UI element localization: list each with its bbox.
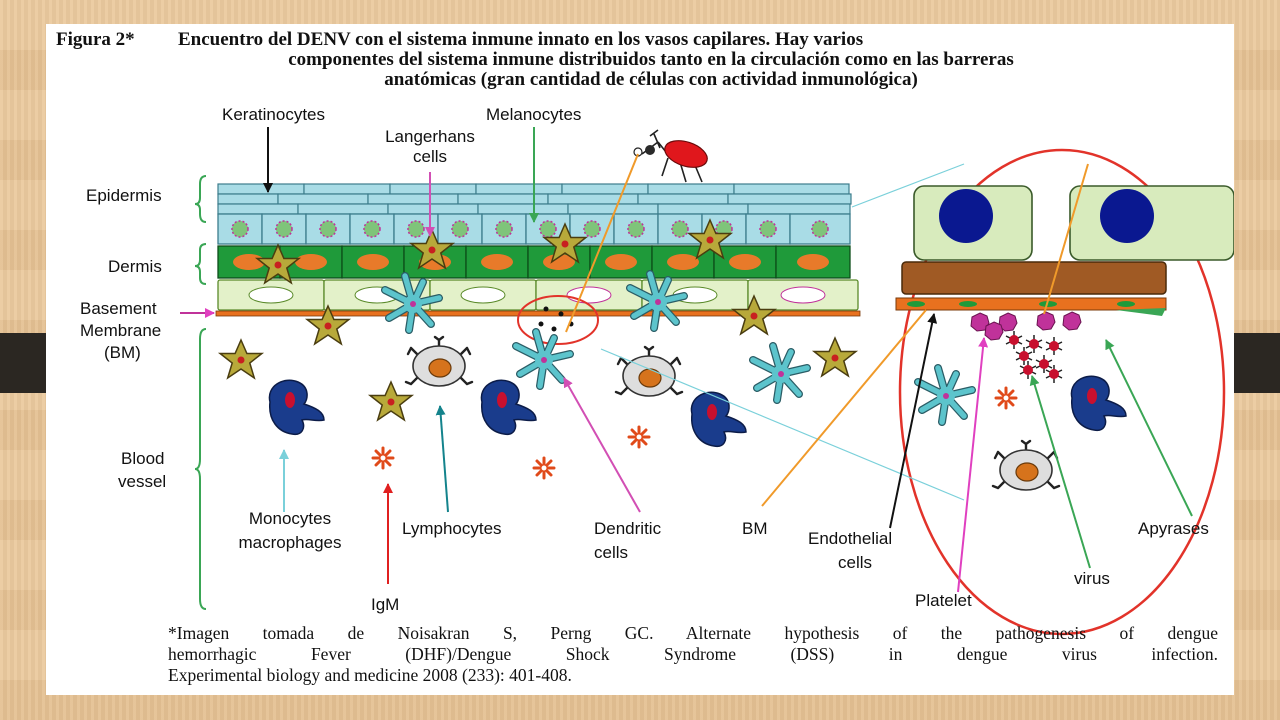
label-blood-1: Blood <box>121 449 164 468</box>
label-bm: BM <box>742 519 768 538</box>
virus-zoom <box>1005 330 1063 384</box>
region-braces <box>194 175 207 610</box>
label-dendritic-2: cells <box>594 543 628 562</box>
basement-membrane <box>215 310 861 317</box>
citation-line2: hemorrhagic Fever (DHF)/Dengue Shock Syn… <box>168 644 1218 664</box>
dermis-layer <box>217 245 851 279</box>
blood-vessel-cells <box>219 332 857 480</box>
label-endothelial-1: Endothelial <box>808 529 892 548</box>
label-monocytes-2: macrophages <box>238 533 341 552</box>
label-apyrases: Apyrases <box>1138 519 1209 538</box>
igm-zoom <box>994 386 1018 410</box>
lymphocyte-zoom <box>991 439 1061 492</box>
label-langerhans-1: Langerhans <box>385 127 475 146</box>
label-platelet: Platelet <box>915 591 972 610</box>
basal-cells-row <box>217 279 859 311</box>
label-lymphocytes: Lymphocytes <box>402 519 502 538</box>
citation-line1: *Imagen tomada de Noisakran S, Perng GC.… <box>168 623 1218 643</box>
mosquito-icon <box>633 129 708 183</box>
label-monocytes-1: Monocytes <box>249 509 331 528</box>
citation-line3: Experimental biology and medicine 2008 (… <box>168 665 572 685</box>
zoom-circle <box>898 148 1226 636</box>
virus-particles-bite <box>538 306 574 332</box>
figure-title-line3: anatómicas (gran cantidad de células con… <box>384 69 918 90</box>
label-virus: virus <box>1074 569 1110 588</box>
basement-membrane-zoom <box>895 297 1167 316</box>
label-blood-2: vessel <box>118 472 166 491</box>
zoom-connector-lines <box>600 163 965 501</box>
label-keratinocytes: Keratinocytes <box>222 105 325 124</box>
label-basement-2: Membrane <box>80 321 161 340</box>
dendritic-cell-zoom <box>918 368 972 422</box>
bite-site-circle <box>517 295 599 345</box>
slide: Figura 2* Encuentro del DENV con el siste… <box>46 24 1234 695</box>
vessel-wall-zoom <box>901 261 1167 295</box>
label-endothelial-2: cells <box>838 553 872 572</box>
diagram-labels: Keratinocytes Langerhans cells Melanocyt… <box>80 105 1209 614</box>
dengue-skin-diagram: Keratinocytes Langerhans cells Melanocyt… <box>80 105 1234 636</box>
label-dermis: Dermis <box>108 257 162 276</box>
label-langerhans-2: cells <box>413 147 447 166</box>
figure-label: Figura 2* <box>56 29 135 50</box>
label-basement-3: (BM) <box>104 343 141 362</box>
label-epidermis: Epidermis <box>86 186 162 205</box>
epidermis-layer <box>217 183 852 215</box>
endothelial-cells-zoom <box>913 185 1234 261</box>
figure-title-line1: Encuentro del DENV con el sistema inmune… <box>178 29 864 50</box>
platelets-zoom <box>970 311 1082 341</box>
pointer-arrows <box>180 127 1193 593</box>
figure-title: Figura 2* Encuentro del DENV con el siste… <box>56 30 1166 90</box>
background-band-left <box>0 333 48 393</box>
figure-title-line2: componentes del sistema inmune distribui… <box>288 49 1014 70</box>
label-basement-1: Basement <box>80 299 157 318</box>
label-dendritic-1: Dendritic <box>594 519 662 538</box>
background-band-right <box>1234 333 1280 393</box>
label-igm: IgM <box>371 595 399 614</box>
citation: *Imagen tomada de Noisakran S, Perng GC.… <box>168 623 1218 686</box>
macrophage-zoom <box>1070 375 1127 432</box>
label-melanocytes: Melanocytes <box>486 105 581 124</box>
